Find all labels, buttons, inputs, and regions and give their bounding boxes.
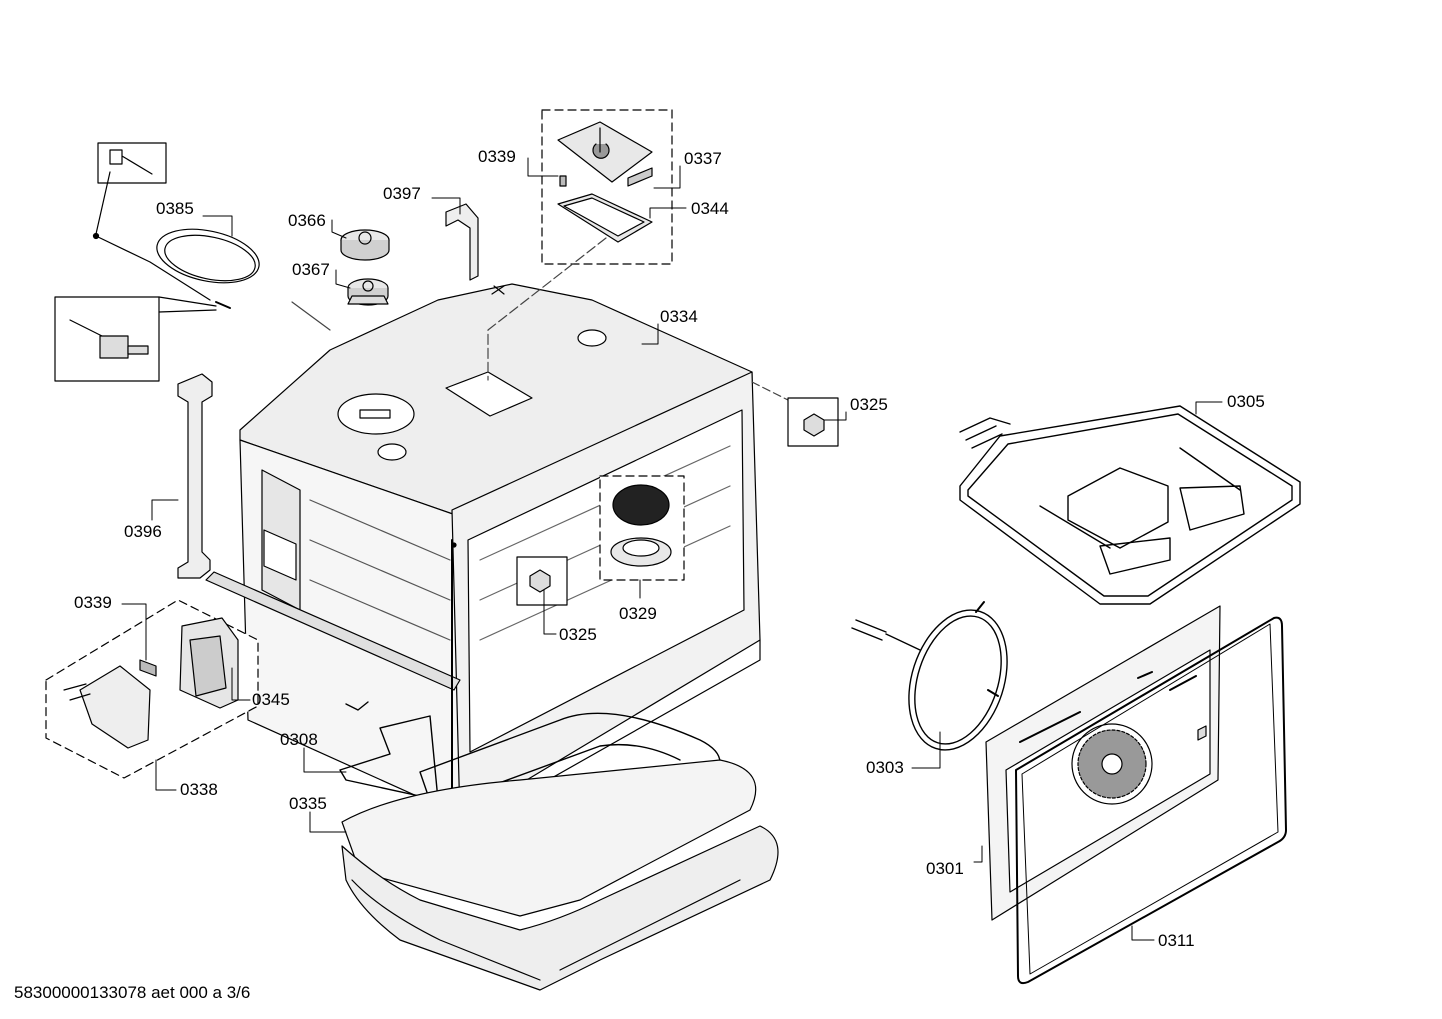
part-label-0303: 0303 [866,758,904,777]
part-label-0335: 0335 [289,794,327,813]
part-label-0385: 0385 [156,199,194,218]
part-label-0325-right: 0325 [850,395,888,414]
lamp-0325-right [787,397,839,447]
assembly-leader-line [487,237,607,381]
thermostat-group-0338 [45,599,259,779]
part-label-0345: 0345 [252,690,290,709]
part-label-0344: 0344 [691,199,729,218]
part-label-0311: 0311 [1158,931,1195,950]
door-seal-0311 [1015,616,1287,985]
bracket-0396 [177,373,213,579]
part-label-0339-left: 0339 [74,593,112,612]
cable-loop-0385 [92,228,260,309]
drawing-reference-footer: 58300000133078 aet 000 a 3/6 [14,983,251,1002]
heating-element-0305 [959,405,1301,605]
assembly-leader-line-3 [291,301,331,331]
part-label-0301: 0301 [926,859,964,878]
fan-filter-0329 [599,475,685,581]
part-label-0339-top: 0339 [478,147,516,166]
back-panel-0301 [985,605,1221,921]
part-label-0367: 0367 [292,260,330,279]
lamp-0325-center [516,556,568,606]
part-label-0334: 0334 [660,307,698,326]
cap-0366 [340,229,390,261]
leader-lines [121,157,1223,941]
lamp-assembly-group [541,109,673,265]
part-label-0305: 0305 [1227,392,1265,411]
part-label-0329: 0329 [619,604,657,623]
part-label-0325-center: 0325 [559,625,597,644]
part-label-0397: 0397 [383,184,421,203]
bracket-0397 [445,203,479,281]
part-label-0308: 0308 [280,730,318,749]
part-label-0337: 0337 [684,149,722,168]
insulation-mat-0335 [341,759,779,991]
wire-connector-detail [95,142,167,235]
part-label-0338: 0338 [180,780,218,799]
part-label-0396: 0396 [124,522,162,541]
cap-0367 [347,278,389,306]
probe-detail [54,296,217,382]
part-label-0366: 0366 [288,211,326,230]
round-heating-element-0303 [851,601,1008,751]
